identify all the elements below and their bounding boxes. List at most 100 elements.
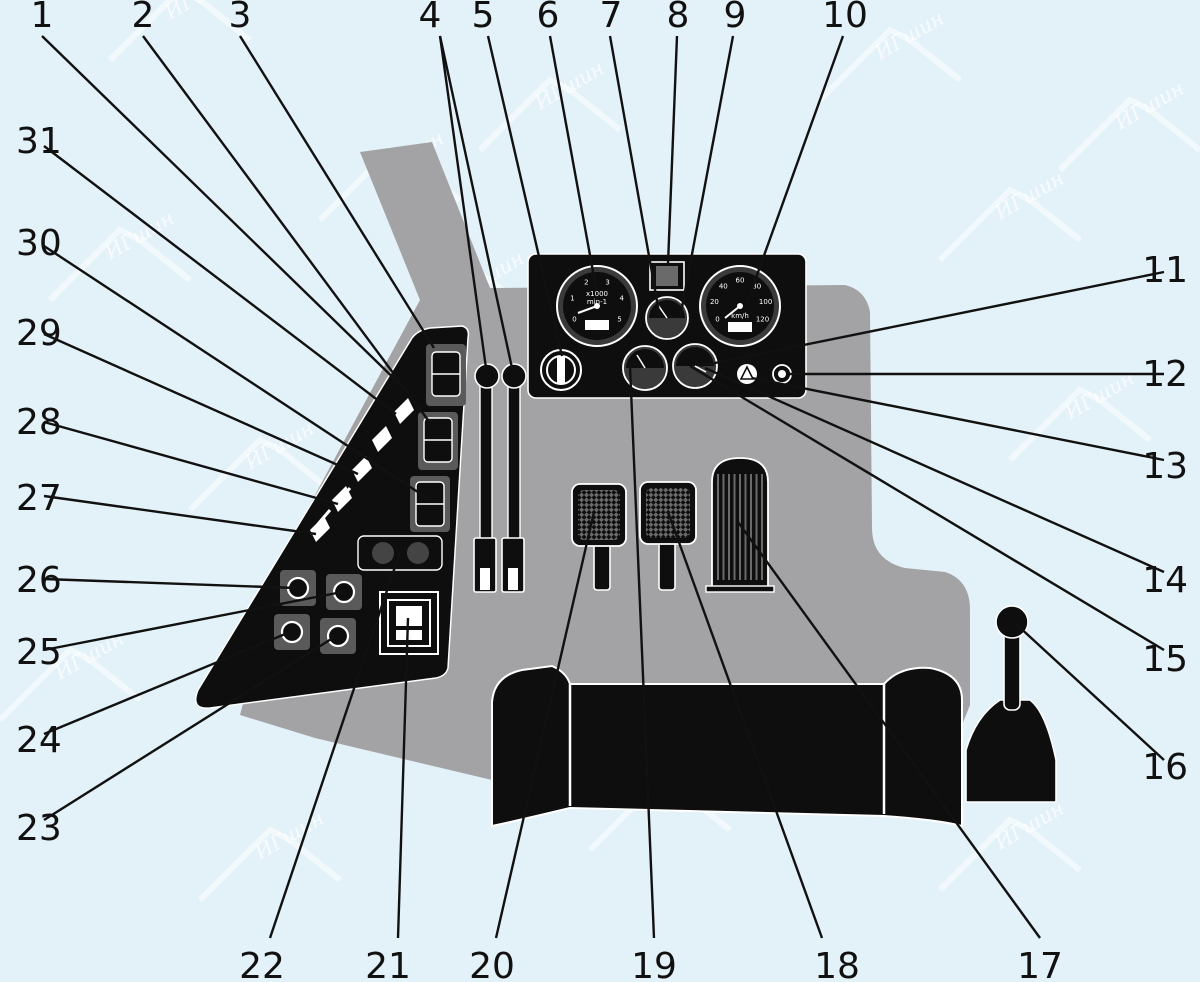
callout-5: 5 [472, 0, 495, 36]
leader-16 [1015, 623, 1165, 761]
callout-9: 9 [724, 0, 747, 36]
leader-15 [689, 364, 1165, 652]
clutch-pedal[interactable] [571, 483, 627, 591]
watermark-logo [187, 436, 332, 513]
watermark-logo [107, 0, 252, 63]
callout-23: 23 [16, 808, 62, 849]
watermark-logo [937, 186, 1082, 263]
speedometer-tick-40: 40 [719, 283, 728, 291]
speedometer-tick-20: 20 [710, 298, 719, 306]
callout-22: 22 [239, 946, 285, 982]
leader-lines [41, 35, 1165, 939]
tachometer-tick-4: 4 [619, 295, 624, 303]
leader-21 [396, 617, 410, 939]
callout-14: 14 [1142, 560, 1188, 601]
toggle-switch-1[interactable] [394, 398, 414, 424]
leader-4b [438, 35, 514, 369]
callout-6: 6 [537, 0, 560, 36]
callout-15: 15 [1142, 639, 1188, 680]
leader-3 [238, 35, 436, 349]
tachometer-tick-2: 2 [584, 279, 588, 287]
rocker-switch-bottom[interactable] [410, 476, 450, 532]
leader-9 [678, 35, 735, 319]
leader-10 [746, 35, 845, 301]
leader-13 [751, 376, 1165, 462]
tachometer-tick-5: 5 [617, 316, 621, 324]
callout-29: 29 [16, 313, 62, 354]
callout-11: 11 [1142, 250, 1188, 291]
mass-switch[interactable] [379, 591, 439, 655]
watermark-logo [817, 26, 962, 103]
toggle-switch-5[interactable] [310, 516, 330, 542]
leader-1 [41, 35, 413, 397]
callout-10: 10 [822, 0, 868, 36]
toggle-switch-2[interactable] [372, 426, 392, 452]
leader-6 [548, 35, 598, 289]
callout-19: 19 [631, 946, 677, 982]
parking-brake-lever[interactable] [965, 605, 1057, 803]
round-button-4[interactable] [320, 618, 356, 654]
callout-17: 17 [1017, 946, 1063, 982]
speedometer-unit: km/h [731, 312, 749, 320]
control-lever-right[interactable] [501, 363, 527, 593]
leader-5 [486, 35, 564, 357]
callout-24: 24 [16, 720, 62, 761]
leader-28 [43, 420, 339, 506]
leader-31 [43, 145, 397, 415]
tachometer-tick-3: 3 [605, 279, 609, 287]
round-button-grid [274, 570, 362, 654]
leader-14 [704, 366, 1165, 574]
callout-18: 18 [814, 946, 860, 982]
leader-27 [43, 494, 317, 536]
leader-26 [43, 577, 297, 590]
toggle-switch-3[interactable] [352, 456, 372, 482]
speedometer-tick-60: 60 [736, 277, 745, 285]
rocker-switch-top[interactable] [426, 344, 466, 406]
callout-25: 25 [16, 632, 62, 673]
watermark-logo [197, 826, 342, 903]
leader-30 [43, 244, 431, 502]
tachometer-tick-1: 1 [570, 295, 574, 303]
callout-7: 7 [600, 0, 623, 36]
watermark-logo [47, 226, 192, 303]
watermark-logo [0, 646, 142, 723]
round-button-2[interactable] [326, 574, 362, 610]
callout-8: 8 [667, 0, 690, 36]
fuel-gauge [622, 345, 668, 391]
leader-19 [628, 365, 656, 939]
leader-24 [43, 630, 291, 736]
speedometer-tick-0: 0 [715, 316, 719, 324]
callout-31: 31 [16, 121, 62, 162]
hazard-triangle-icon[interactable] [737, 364, 757, 384]
round-button-1[interactable] [280, 570, 316, 606]
callout-21: 21 [365, 946, 411, 982]
oil-pressure-gauge [672, 343, 718, 389]
speedometer-tick-80: 80 [752, 283, 761, 291]
tachometer-unit: x1000 [586, 290, 608, 298]
callout-30: 30 [16, 223, 62, 264]
callout-4: 4 [419, 0, 442, 36]
round-button-3[interactable] [274, 614, 310, 650]
callout-13: 13 [1142, 446, 1188, 487]
callout-20: 20 [469, 946, 515, 982]
leader-23 [43, 634, 337, 822]
leader-29 [43, 332, 359, 476]
rocker-switch-middle[interactable] [418, 412, 458, 470]
speedometer-tick-120: 120 [756, 316, 769, 324]
leader-7 [608, 35, 662, 319]
callout-27: 27 [16, 478, 62, 519]
leader-17 [737, 521, 1041, 939]
callout-16: 16 [1142, 747, 1188, 788]
control-lever-pair [473, 363, 527, 593]
callout-28: 28 [16, 402, 62, 443]
speedometer-tick-100: 100 [759, 298, 772, 306]
rocker-switch-group [410, 344, 466, 532]
callout-26: 26 [16, 560, 62, 601]
tachometer-tick-0: 0 [572, 316, 576, 324]
control-lever-left[interactable] [473, 363, 500, 593]
